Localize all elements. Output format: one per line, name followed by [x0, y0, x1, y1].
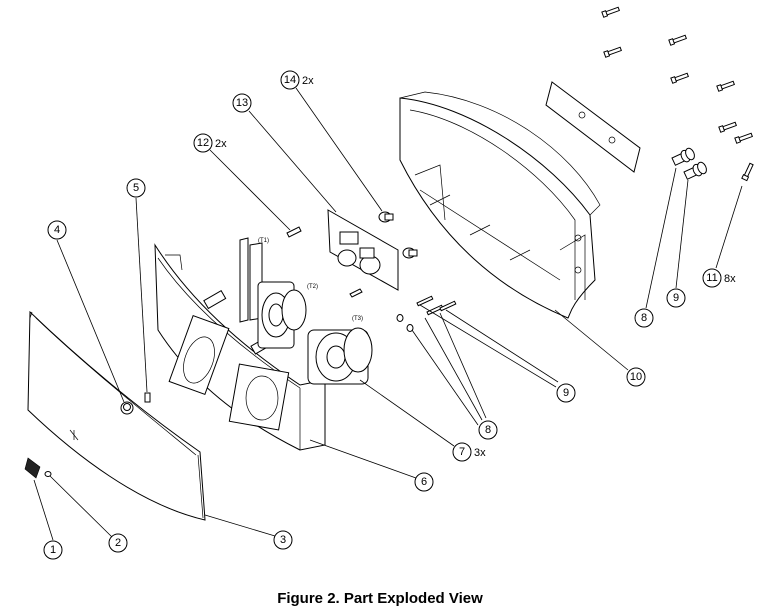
svg-text:6: 6	[421, 476, 427, 488]
svg-text:(T1): (T1)	[258, 238, 269, 244]
screws-8x	[601, 6, 754, 182]
leader-lines	[33, 87, 743, 541]
callout-12-qty: 2x	[215, 138, 227, 150]
svg-text:8: 8	[485, 424, 491, 436]
driver-t2: (T2)	[257, 281, 318, 349]
callout-11: 11	[702, 268, 722, 288]
svg-text:9: 9	[673, 292, 679, 304]
binding-posts	[671, 147, 707, 180]
badge	[24, 457, 41, 479]
callout-2: 2	[108, 533, 128, 553]
grille-button	[44, 471, 52, 477]
callout-12: 12	[193, 133, 213, 153]
callout-8-front: 8	[478, 420, 498, 440]
svg-text:(T2): (T2)	[307, 284, 318, 290]
screw-12	[286, 226, 302, 238]
svg-text:14: 14	[284, 74, 296, 86]
callout-14: 14	[280, 70, 300, 90]
callout-11-qty: 8x	[724, 273, 736, 285]
callout-1: 1	[43, 540, 63, 560]
connector-posts	[378, 211, 418, 259]
callout-14-qty: 2x	[302, 75, 314, 87]
callout-8-rear: 8	[634, 308, 654, 328]
callout-3: 3	[273, 530, 293, 550]
front-grille	[27, 310, 206, 521]
svg-text:11: 11	[706, 272, 717, 284]
svg-text:4: 4	[54, 224, 60, 236]
svg-text:(T3): (T3)	[352, 316, 363, 322]
exploded-view-diagram: (T1) (T2) (T3)	[24, 6, 754, 560]
callout-9-rear: 9	[666, 288, 686, 308]
svg-text:8: 8	[641, 312, 647, 324]
svg-text:10: 10	[630, 371, 642, 383]
svg-text:5: 5	[133, 182, 139, 194]
callout-4: 4	[47, 220, 67, 240]
callout-5: 5	[126, 178, 146, 198]
screw-small	[349, 288, 363, 298]
crossover-board	[327, 209, 399, 291]
enclosure	[399, 91, 601, 319]
svg-text:2: 2	[115, 537, 121, 549]
callout-10: 10	[626, 367, 646, 387]
clip	[144, 392, 151, 403]
small-hardware	[396, 295, 457, 332]
callout-13: 13	[232, 93, 252, 113]
svg-text:9: 9	[563, 387, 569, 399]
callout-7: 7	[452, 442, 472, 462]
svg-text:1: 1	[50, 544, 56, 556]
svg-text:12: 12	[197, 137, 209, 149]
svg-text:7: 7	[459, 446, 465, 458]
callout-9-front: 9	[556, 383, 576, 403]
driver-t3: (T3)	[307, 316, 373, 385]
svg-text:13: 13	[236, 97, 248, 109]
foot-knob	[120, 401, 134, 415]
callout-6: 6	[414, 472, 434, 492]
svg-text:3: 3	[280, 534, 286, 546]
callout-7-qty: 3x	[474, 447, 486, 459]
figure-caption: Figure 2. Part Exploded View	[277, 590, 483, 607]
rear-label-plate	[545, 81, 641, 173]
